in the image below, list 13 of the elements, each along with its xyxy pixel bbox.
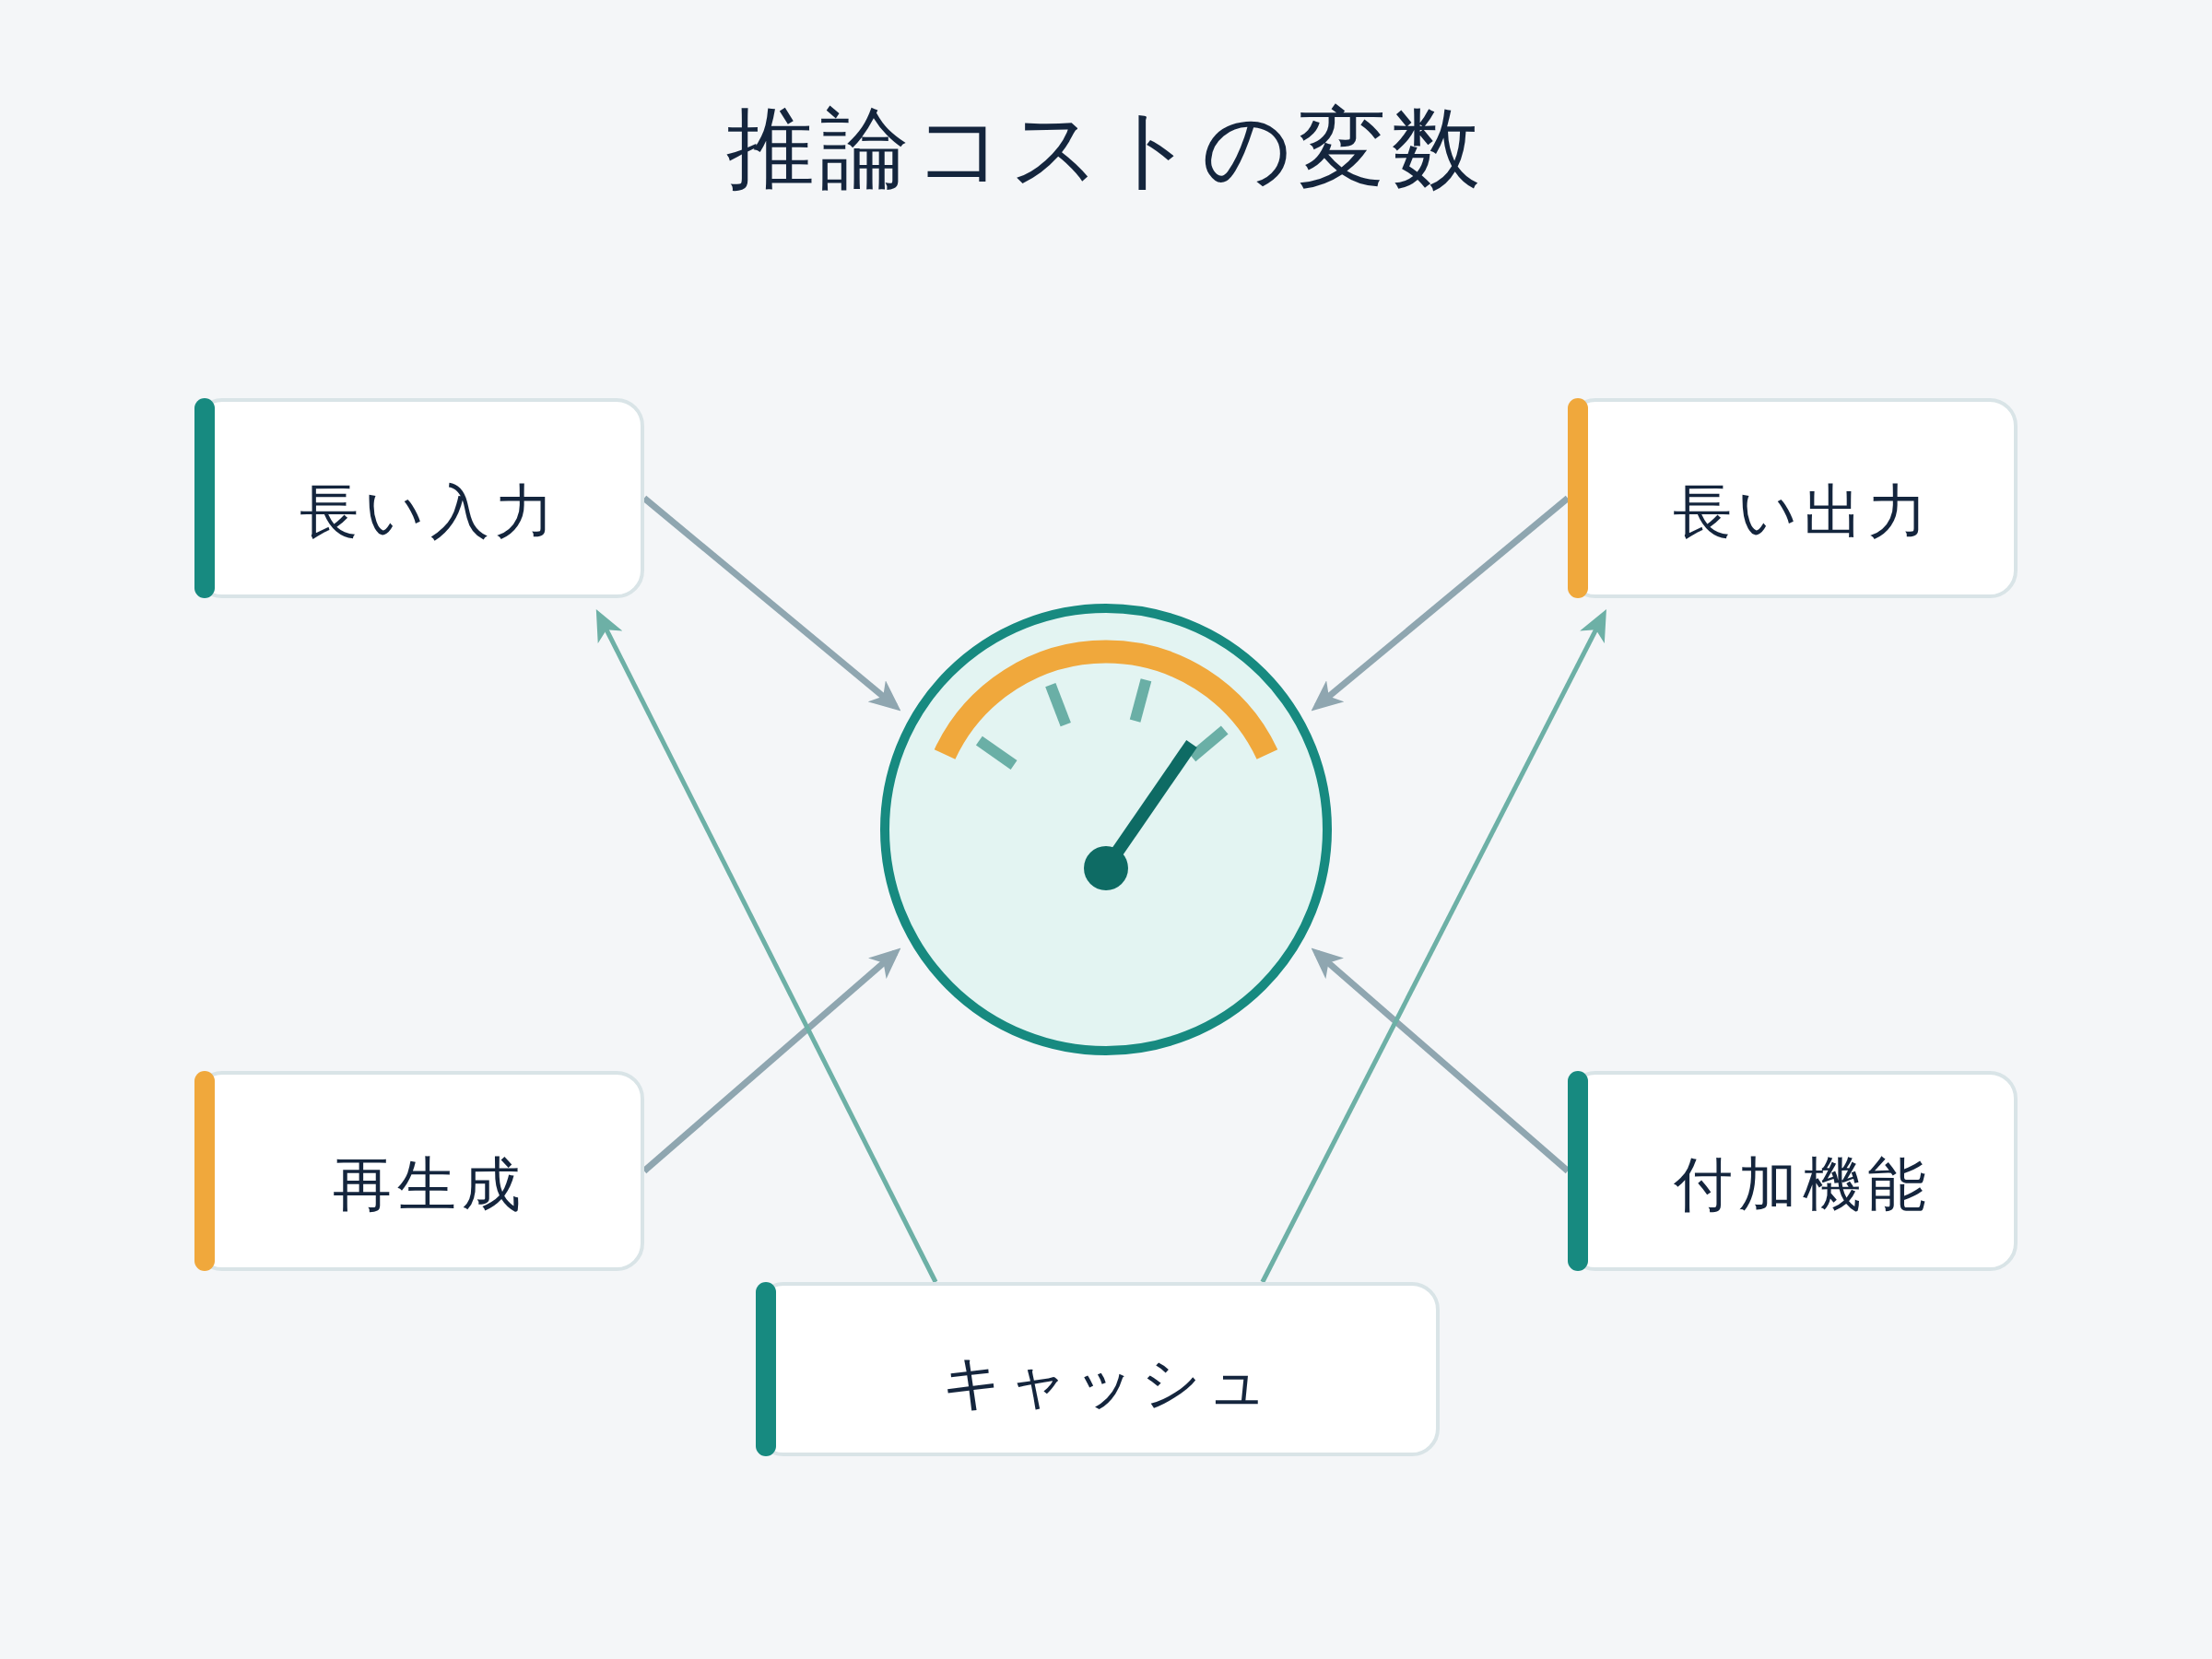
factor-card	[194, 398, 644, 598]
card-label: 付加機能	[1674, 1149, 1932, 1220]
factor-card	[1568, 1071, 2018, 1271]
diagram-title: 推論コストの変数	[726, 96, 1486, 202]
card-label: キャッシュ	[942, 1347, 1274, 1418]
arrow	[1260, 609, 1606, 1284]
card-label: 長い出力	[1673, 477, 1933, 547]
card-label: 再生成	[333, 1149, 526, 1220]
arrow	[595, 608, 938, 1284]
factor-card	[756, 1282, 1440, 1456]
factor-card	[1568, 398, 2018, 598]
card-label: 長い入力	[300, 477, 559, 547]
factor-card	[194, 1071, 644, 1271]
